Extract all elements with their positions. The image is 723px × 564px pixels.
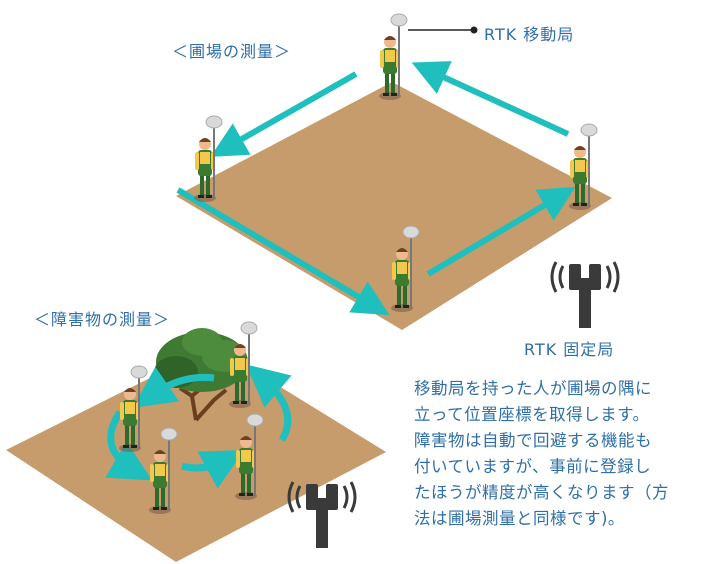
arrow bbox=[176, 187, 390, 316]
rtk-rover-label: RTK 移動局 bbox=[484, 25, 575, 44]
rtk-base-tower-icon bbox=[287, 480, 357, 550]
rtk-base-tower-icon bbox=[550, 260, 620, 330]
arrow bbox=[245, 364, 292, 442]
arrow bbox=[426, 186, 576, 277]
description-text: 移動局を持った人が圃場の隅に 立って位置座標を取得します。 障害物は自動で回避す… bbox=[414, 376, 720, 532]
description-line: 法は圃場測量と同様です)。 bbox=[414, 509, 625, 528]
description-line: 障害物は自動で回避する機能も bbox=[414, 431, 652, 450]
arrow bbox=[210, 71, 358, 157]
arrow bbox=[105, 410, 153, 481]
rover-pointer-dot bbox=[470, 26, 478, 34]
description-line: 立って位置座標を取得します。 bbox=[414, 405, 650, 424]
arrow bbox=[181, 449, 245, 489]
rtk-base-label: RTK 固定局 bbox=[524, 340, 615, 359]
description-line: 付いていますが、事前に登録し bbox=[414, 457, 652, 476]
description-line: 移動局を持った人が圃場の隅に bbox=[414, 379, 652, 398]
arrow bbox=[132, 366, 215, 408]
field-plot bbox=[176, 82, 612, 330]
obstacle-survey-title: ＜障害物の測量＞ bbox=[34, 310, 171, 329]
arrow bbox=[411, 61, 570, 137]
description-line: たほうが精度が高くなります（方 bbox=[414, 483, 669, 502]
field-survey-title: ＜圃場の測量＞ bbox=[172, 42, 292, 61]
